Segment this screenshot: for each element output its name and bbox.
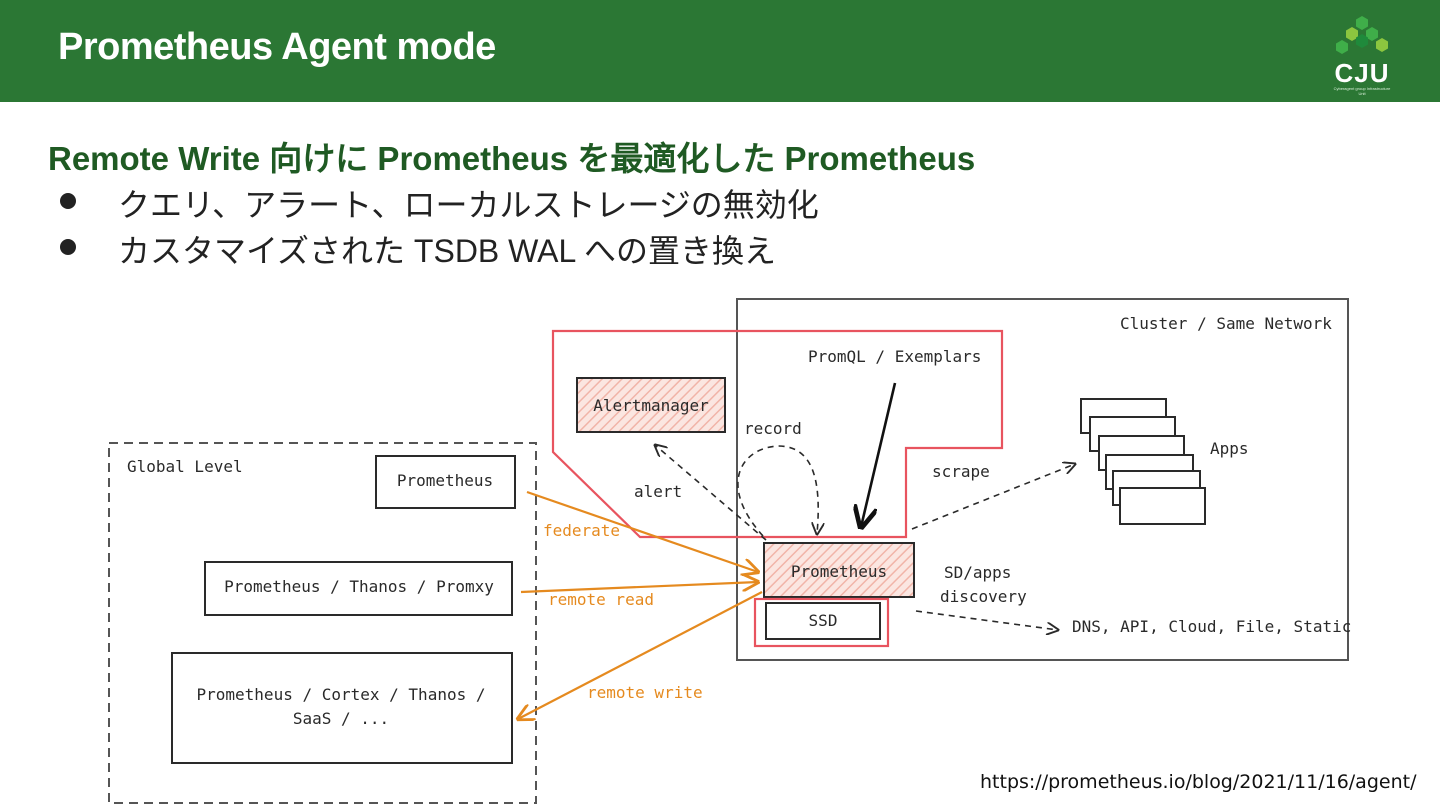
disabled-features-outline <box>551 329 1004 539</box>
alert-label: alert <box>634 482 682 501</box>
bullet-dot-icon <box>60 193 76 209</box>
sd-arrow <box>915 610 1058 630</box>
logo-subtext: Cyberagent group Infrastructure Unit <box>1333 86 1391 96</box>
scrape-arrow <box>911 464 1075 530</box>
apps-label: Apps <box>1210 439 1249 458</box>
federate-label: federate <box>543 521 620 540</box>
alertmanager-node <box>576 377 726 433</box>
sd-label-line1: SD/apps <box>944 563 1011 582</box>
slide-header: Prometheus Agent mode CJU Cyberagent gro… <box>0 0 1440 102</box>
ssd-node <box>765 602 881 640</box>
global-level-frame <box>108 442 537 804</box>
source-link[interactable]: https://prometheus.io/blog/2021/11/16/ag… <box>980 771 1417 793</box>
record-arrow <box>737 445 818 537</box>
apps-stack <box>1080 398 1206 525</box>
global-thanos-node <box>204 561 513 616</box>
remote-write-arrow <box>518 591 763 719</box>
global-prometheus-label: Prometheus <box>397 471 493 490</box>
slide-subtitle: Remote Write 向けに Prometheus を最適化した Prome… <box>48 140 976 177</box>
global-cortex-label-line1: Prometheus / Cortex / Thanos / <box>197 685 486 704</box>
ssd-highlight <box>753 597 890 648</box>
global-thanos-label: Prometheus / Thanos / Promxy <box>224 577 494 596</box>
alertmanager-label: Alertmanager <box>593 396 709 415</box>
cluster-label: Cluster / Same Network <box>1120 314 1332 333</box>
prometheus-agent-node <box>763 542 915 598</box>
federate-arrow <box>526 490 758 572</box>
dns-label: DNS, API, Cloud, File, Static <box>1072 617 1351 636</box>
remote-read-arrow <box>520 582 758 594</box>
remote-write-label: remote write <box>587 683 703 702</box>
bullet-dot-icon <box>60 239 76 255</box>
global-prometheus-node <box>375 455 516 509</box>
global-cortex-node <box>171 652 513 764</box>
cju-logo: CJU Cyberagent group Infrastructure Unit <box>1330 14 1394 96</box>
alert-arrow <box>655 445 767 541</box>
slide-title: Prometheus Agent mode <box>58 26 496 68</box>
ssd-label: SSD <box>809 611 838 630</box>
prometheus-agent-label: Prometheus <box>791 562 887 581</box>
hexagon-logo-icon <box>1336 16 1388 54</box>
logo-text: CJU <box>1334 58 1390 88</box>
scrape-label: scrape <box>932 462 990 481</box>
promql-arrow <box>861 382 897 527</box>
record-label: record <box>744 419 802 438</box>
promql-label: PromQL / Exemplars <box>808 347 981 366</box>
global-level-label: Global Level <box>127 457 243 476</box>
global-cortex-label-line2: SaaS / ... <box>293 709 389 728</box>
cluster-frame <box>736 298 1349 661</box>
sd-label-line2: discovery <box>940 587 1027 606</box>
remote-read-label: remote read <box>548 590 654 609</box>
